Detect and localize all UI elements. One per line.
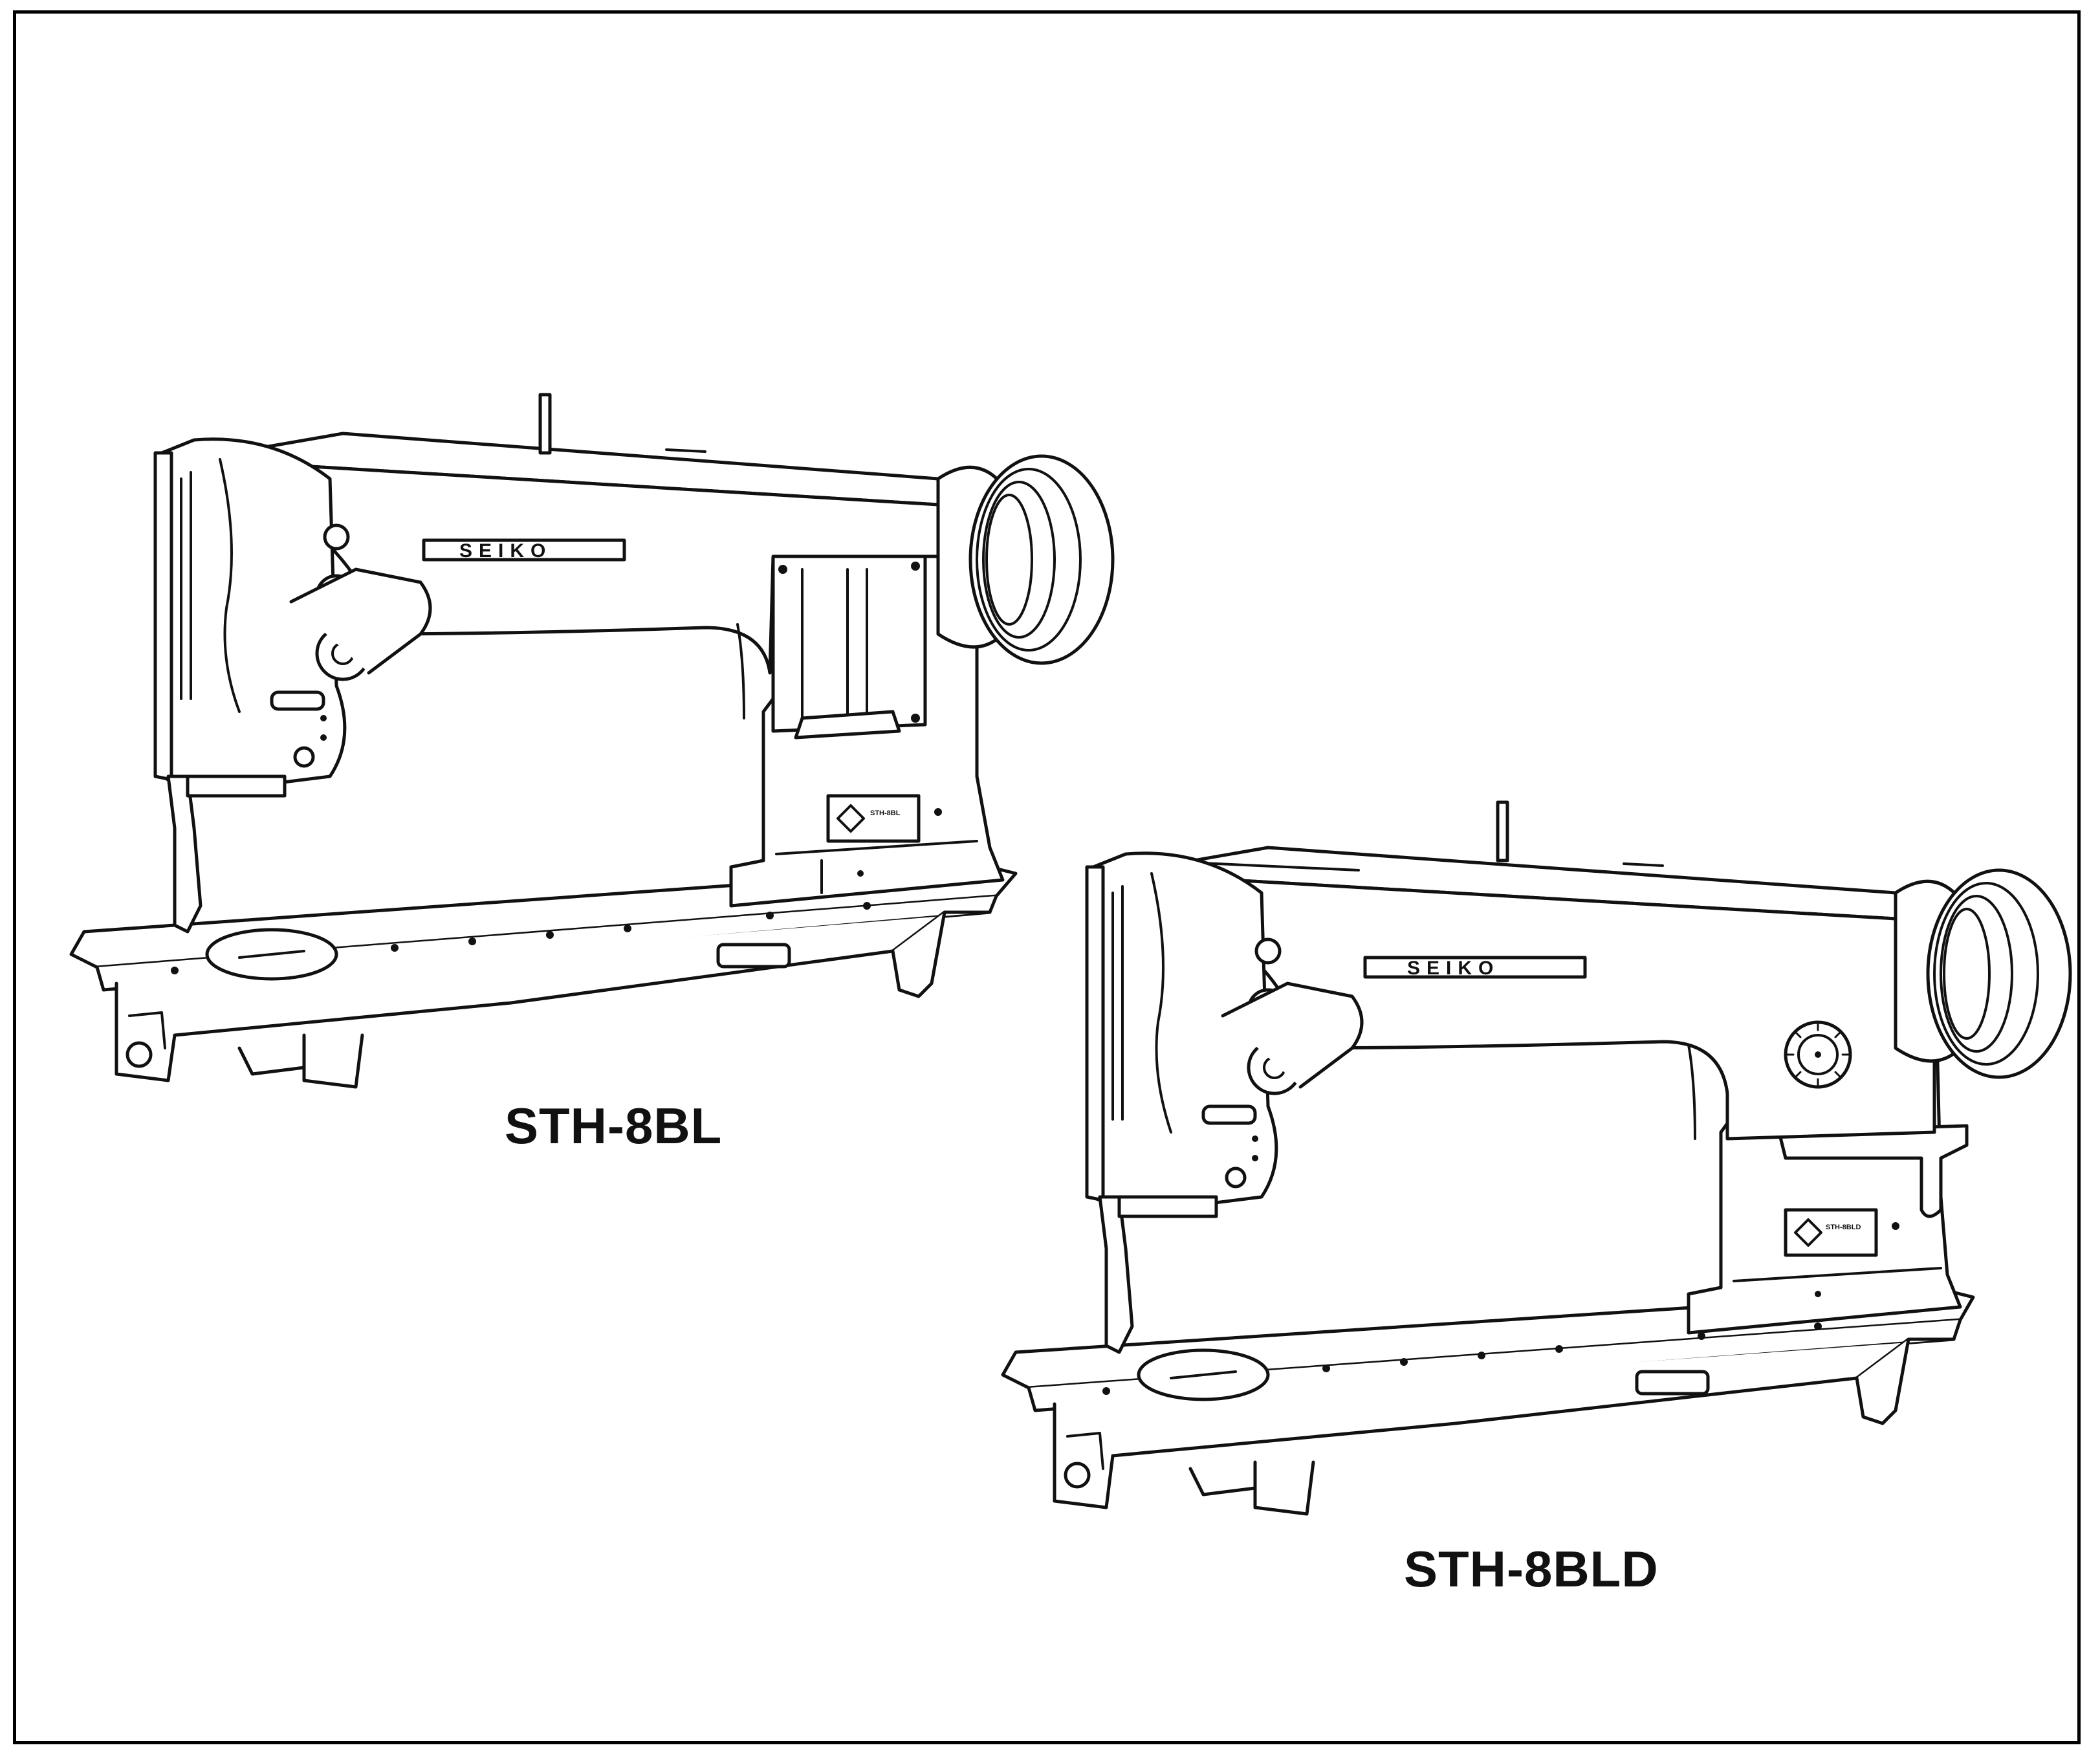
- model-badge: [826, 794, 921, 843]
- model-badge-text: STH-8BL: [870, 809, 901, 817]
- machine-arm: SEIKO: [1117, 846, 1936, 1141]
- model-label-sth-8bld: STH-8BLD: [1404, 1540, 1659, 1597]
- brand-nameplate: [422, 538, 626, 562]
- model-label-sth-8bl: STH-8BL: [505, 1097, 723, 1154]
- illustration-frame: [13, 10, 2081, 1744]
- machine-bed: [69, 865, 1018, 1089]
- sewing-machine-sth-8bl: STH-8BL SEIKO: [69, 393, 1115, 1089]
- brand-nameplate: [1363, 956, 1587, 979]
- thread-stand-pin: [1496, 800, 1509, 862]
- machine-head: [1085, 851, 1364, 1354]
- handwheel: [936, 454, 1115, 665]
- brand-nameplate-text: SEIKO: [459, 540, 552, 562]
- handwheel: [1894, 868, 2072, 1079]
- sewing-machine-sth-8bld: STH-8BLD SEIKO: [1001, 800, 2072, 1516]
- machine-pillar: STH-8BL: [729, 477, 1005, 908]
- model-badge: [1784, 1208, 1878, 1257]
- thread-stand-pin: [538, 393, 552, 455]
- machine-bed: [1001, 1289, 1975, 1516]
- model-badge-text: STH-8BLD: [1826, 1223, 1861, 1231]
- machine-head: [153, 437, 432, 934]
- brand-nameplate-text: SEIKO: [1407, 958, 1500, 979]
